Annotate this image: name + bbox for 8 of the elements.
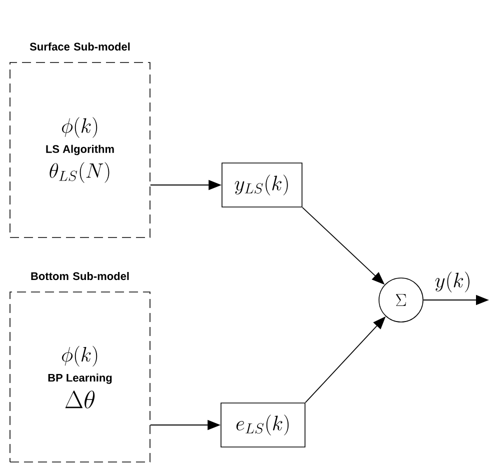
summing-junction: $\Sigma$ [378,278,424,322]
heading: Surface Sub-model [30,42,130,51]
dashed-box: $\phi(k)$ LS Algorithm $\theta_{LS}(N)$ [10,62,150,238]
dashed-box: $\phi(k)$ BP Learning $\Delta\theta$ [10,292,150,462]
heading: Bottom Sub-model [31,272,129,280]
process-box: $y_{LS}(k)$ [222,162,302,208]
process-box: $e_{LS}(k)$ [220,402,306,448]
edge-label: $y(k)$ [435,272,470,292]
